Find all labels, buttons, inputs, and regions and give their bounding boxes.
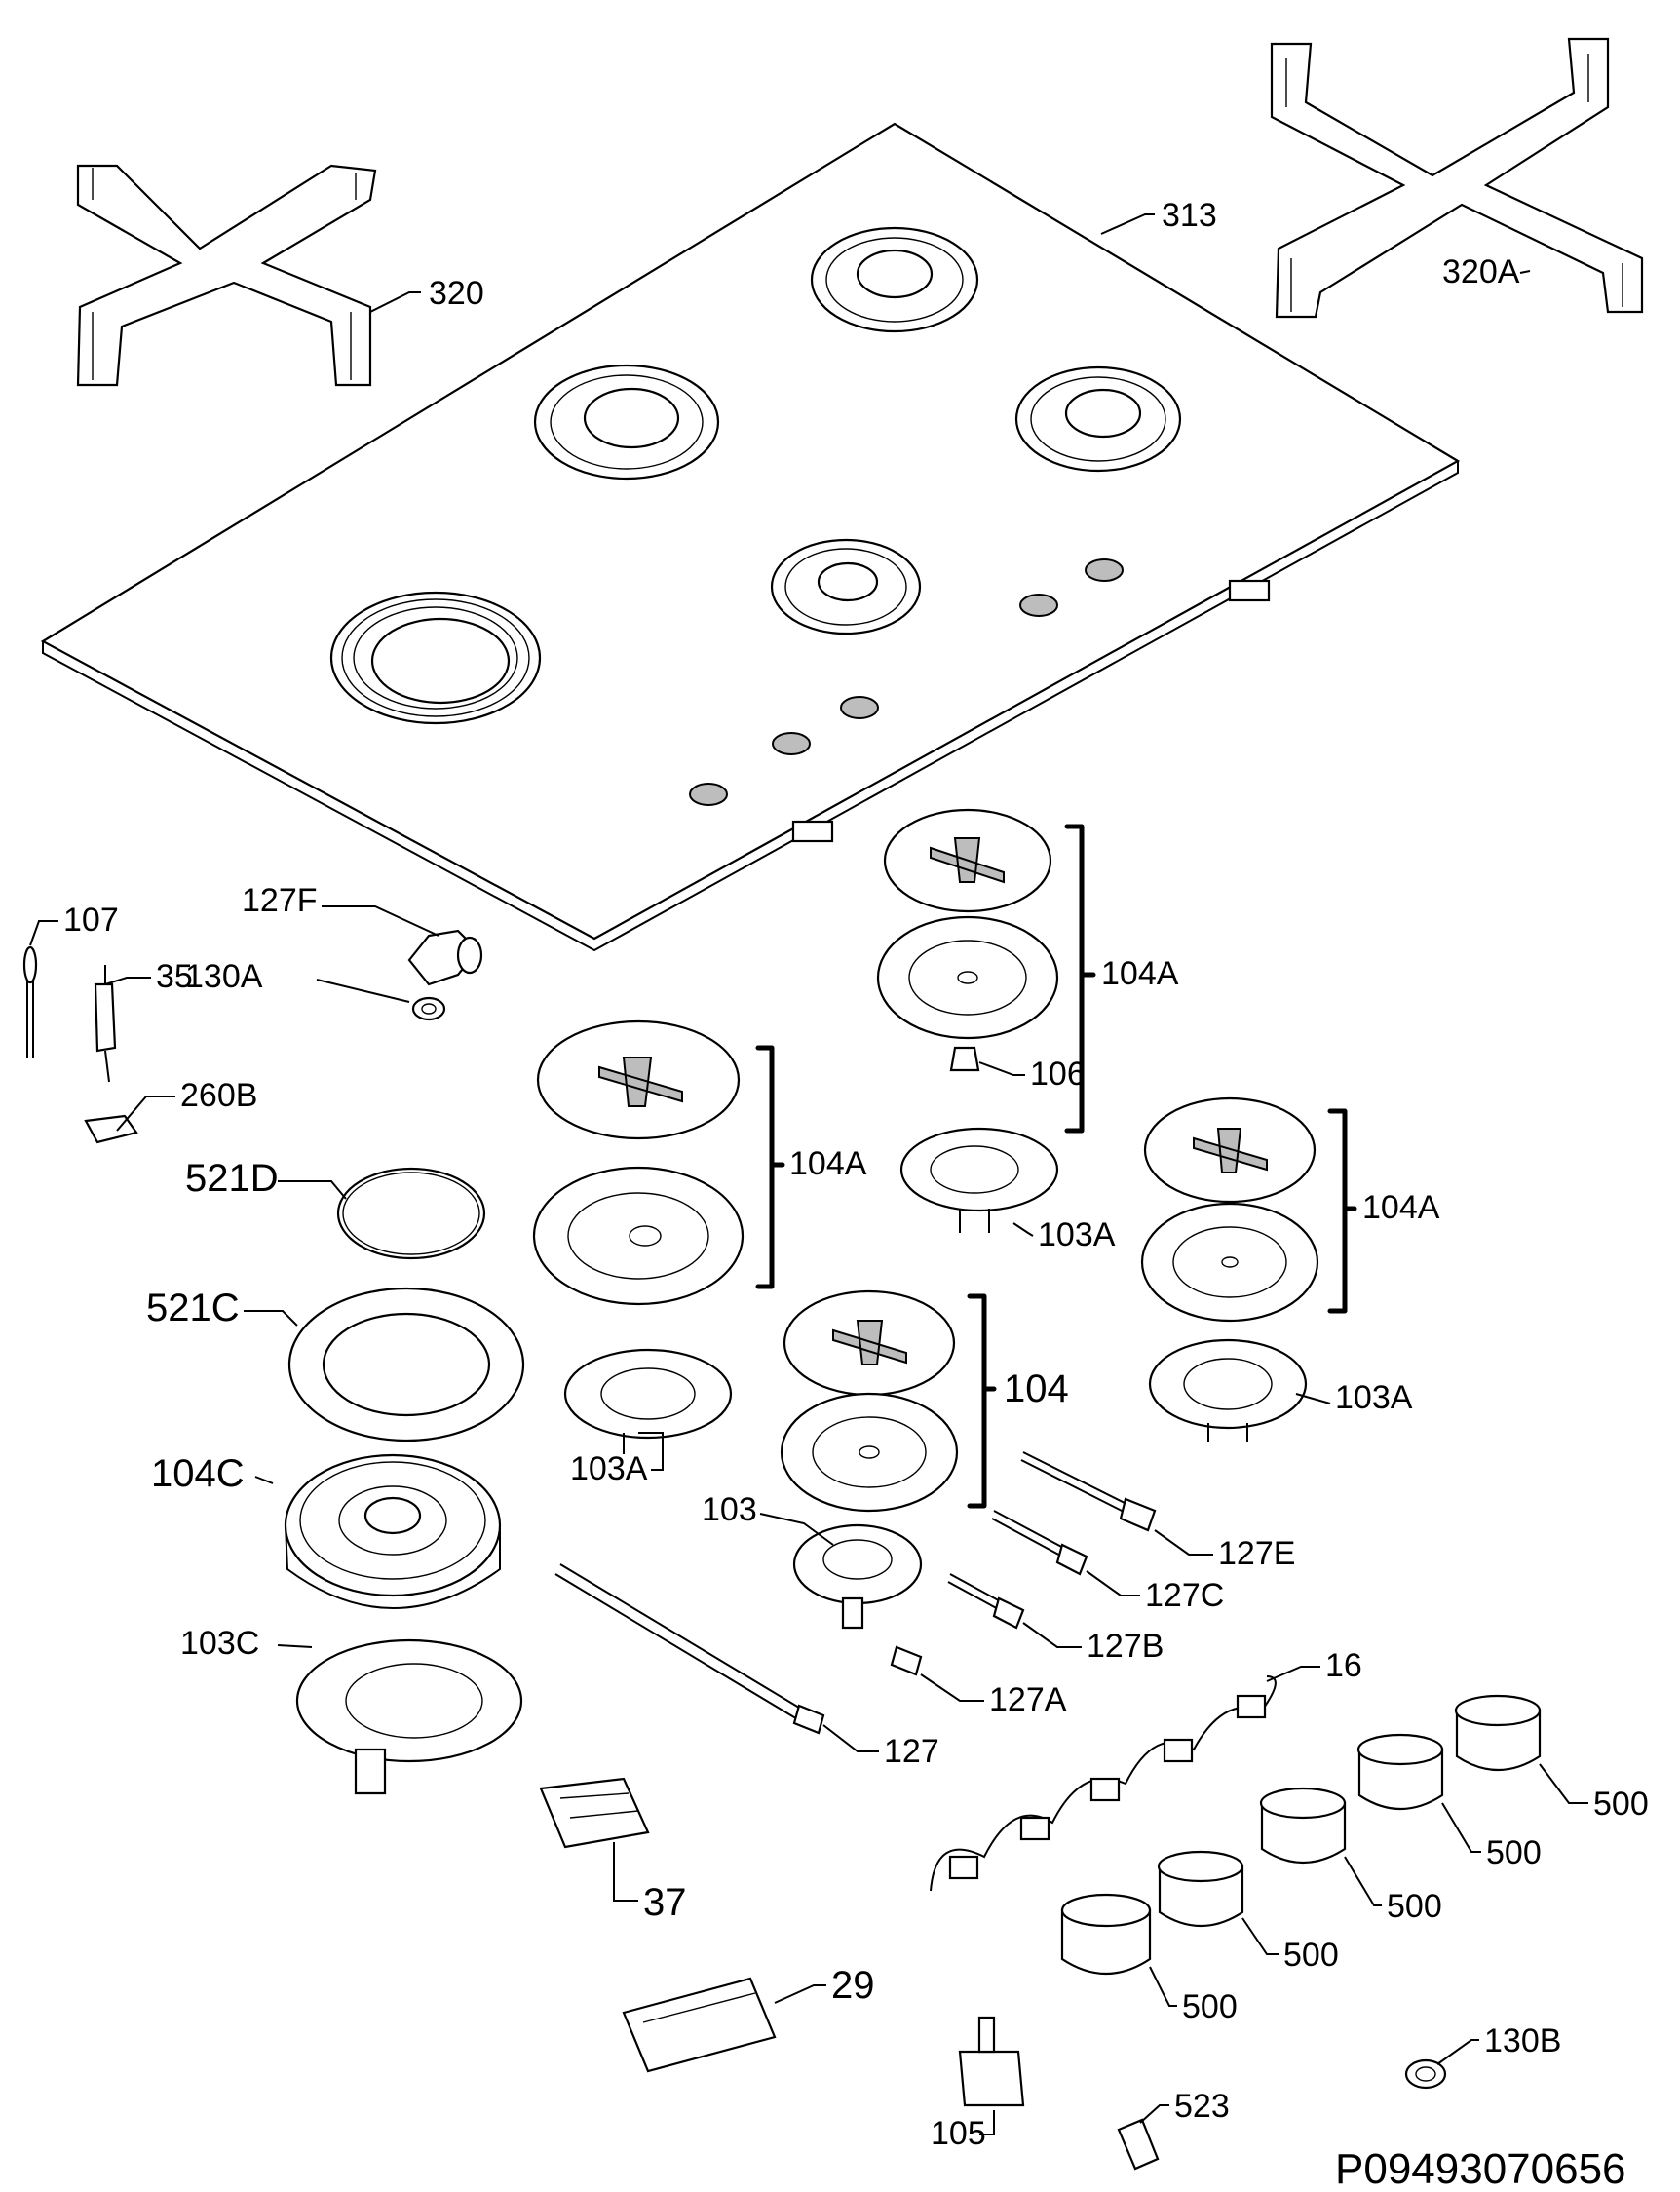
label-106: 106 — [1030, 1056, 1086, 1093]
label-521C: 521C — [146, 1287, 240, 1329]
label-104A-top: 104A — [1101, 955, 1179, 992]
burner-crown-top — [876, 915, 1059, 1040]
label-127: 127 — [884, 1733, 939, 1770]
label-105: 105 — [931, 2115, 986, 2152]
brace-104A-left — [755, 1045, 785, 1289]
clip-260B — [84, 1114, 138, 1144]
control-knob-3 — [1259, 1787, 1347, 1865]
burner-cap-top — [883, 808, 1052, 913]
burner-base-103 — [792, 1523, 923, 1630]
control-knob-5 — [1454, 1694, 1542, 1772]
ignition-harness-16 — [930, 1675, 1277, 1892]
label-103A-right: 103A — [1335, 1379, 1413, 1416]
burner-crown-104 — [780, 1392, 959, 1513]
document-code: P09493070656 — [1335, 2145, 1626, 2192]
label-107: 107 — [63, 902, 119, 939]
label-320A: 320A — [1442, 253, 1520, 290]
burner-crown-left — [532, 1166, 745, 1306]
burner-crown-right — [1140, 1202, 1319, 1323]
label-130A: 130A — [185, 958, 263, 995]
part-labels: 313 320 320A 107 127F 35 130A 260B 104A … — [63, 197, 1649, 2192]
burner-cap-left — [536, 1019, 741, 1140]
label-104: 104 — [1004, 1367, 1069, 1410]
leader-lines — [29, 213, 1588, 2135]
brace-104 — [967, 1293, 997, 1509]
thermocouple-107 — [22, 945, 38, 1058]
label-500-2: 500 — [1486, 1834, 1542, 1871]
label-103C: 103C — [180, 1625, 259, 1662]
label-103A-left: 103A — [570, 1450, 648, 1487]
gas-valve-105 — [958, 2016, 1025, 2107]
label-320: 320 — [429, 275, 484, 312]
control-knob-4 — [1356, 1733, 1444, 1811]
label-127F: 127F — [242, 882, 318, 919]
brace-104A-right — [1327, 1108, 1357, 1314]
label-500-4: 500 — [1283, 1937, 1339, 1974]
washer-130B — [1404, 2058, 1447, 2090]
label-127A: 127A — [989, 1681, 1067, 1718]
label-29: 29 — [831, 1964, 875, 2007]
label-16: 16 — [1325, 1647, 1362, 1684]
burner-glass-521D — [336, 1167, 486, 1260]
label-260B: 260B — [180, 1077, 257, 1114]
label-313: 313 — [1162, 197, 1217, 234]
washer-130A — [411, 996, 446, 1021]
wok-burner-base-103C — [295, 1638, 523, 1795]
burner-base-left — [563, 1348, 733, 1454]
burner-base-right — [1148, 1338, 1308, 1442]
burner-ring-521C — [287, 1287, 525, 1442]
pan-support-right — [1270, 37, 1644, 319]
electrode-35 — [94, 965, 117, 1083]
ignition-generator-29 — [622, 1977, 777, 2073]
injector-106 — [949, 1046, 980, 1072]
control-knob-2 — [1157, 1850, 1244, 1928]
label-103A-center: 103A — [1038, 1216, 1116, 1253]
label-127C: 127C — [1145, 1577, 1224, 1614]
label-104C: 104C — [151, 1452, 245, 1495]
label-127E: 127E — [1218, 1535, 1295, 1572]
brace-104A-top — [1064, 824, 1096, 1134]
label-500-5: 500 — [1182, 1988, 1238, 2025]
elbow-connector-127F — [407, 929, 483, 986]
gas-pipes — [554, 1451, 1157, 1735]
burner-base-center — [899, 1127, 1059, 1233]
hob-top-plate — [40, 122, 1461, 952]
clip-523 — [1117, 2118, 1160, 2171]
label-127B: 127B — [1087, 1628, 1164, 1665]
label-35: 35 — [156, 958, 193, 995]
pan-support-left — [76, 164, 377, 387]
label-500-1: 500 — [1593, 1786, 1649, 1823]
label-500-3: 500 — [1387, 1888, 1442, 1925]
burner-cap-right — [1143, 1096, 1317, 1204]
wok-burner-104C — [284, 1453, 502, 1609]
ignition-switch-37 — [539, 1777, 650, 1849]
burner-cap-104 — [783, 1289, 956, 1397]
label-130B: 130B — [1484, 2022, 1561, 2059]
label-523: 523 — [1174, 2088, 1230, 2125]
label-104A-right: 104A — [1362, 1189, 1440, 1226]
label-103: 103 — [702, 1491, 757, 1528]
label-521D: 521D — [185, 1157, 279, 1200]
label-37: 37 — [643, 1881, 687, 1924]
control-knob-1 — [1060, 1893, 1152, 1975]
label-104A-left: 104A — [789, 1145, 867, 1182]
